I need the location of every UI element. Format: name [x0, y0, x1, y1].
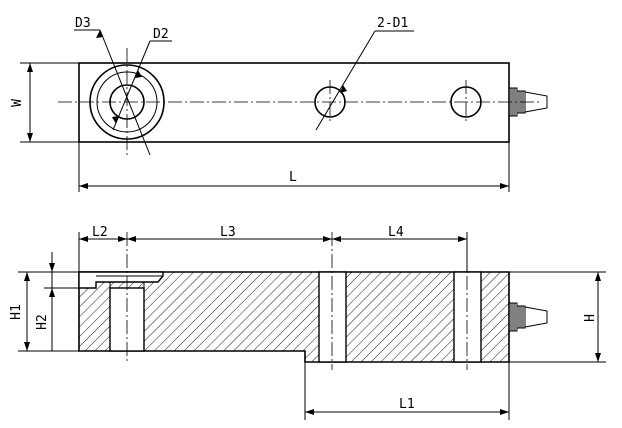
- d2-label: D2: [153, 27, 169, 42]
- section-through-hole-1: [318, 271, 347, 363]
- d3-leader: [99, 29, 151, 156]
- h2-label: H2: [35, 314, 50, 330]
- w-label: W: [10, 99, 25, 107]
- l4-label: L4: [388, 225, 404, 240]
- d1-leader: [315, 30, 376, 131]
- l3-label: L3: [220, 225, 236, 240]
- side-view: L2 L3 L4 H1 H2 H L1: [9, 225, 606, 420]
- cable-gland-side: [508, 302, 548, 332]
- top-view: W D3 D2 2-D1 L: [10, 16, 548, 192]
- l-label: L: [289, 170, 297, 185]
- d1-label: 2-D1: [377, 16, 408, 31]
- section-through-hole-2: [453, 271, 482, 363]
- d3-label: D3: [75, 16, 91, 31]
- section-bolt-hole: [109, 287, 145, 352]
- l2-label: L2: [92, 225, 108, 240]
- h1-label: H1: [9, 304, 24, 320]
- d2-leader: [112, 40, 151, 131]
- cable-gland-top: [508, 87, 548, 117]
- h-label: H: [583, 314, 598, 322]
- l1-label: L1: [399, 397, 415, 412]
